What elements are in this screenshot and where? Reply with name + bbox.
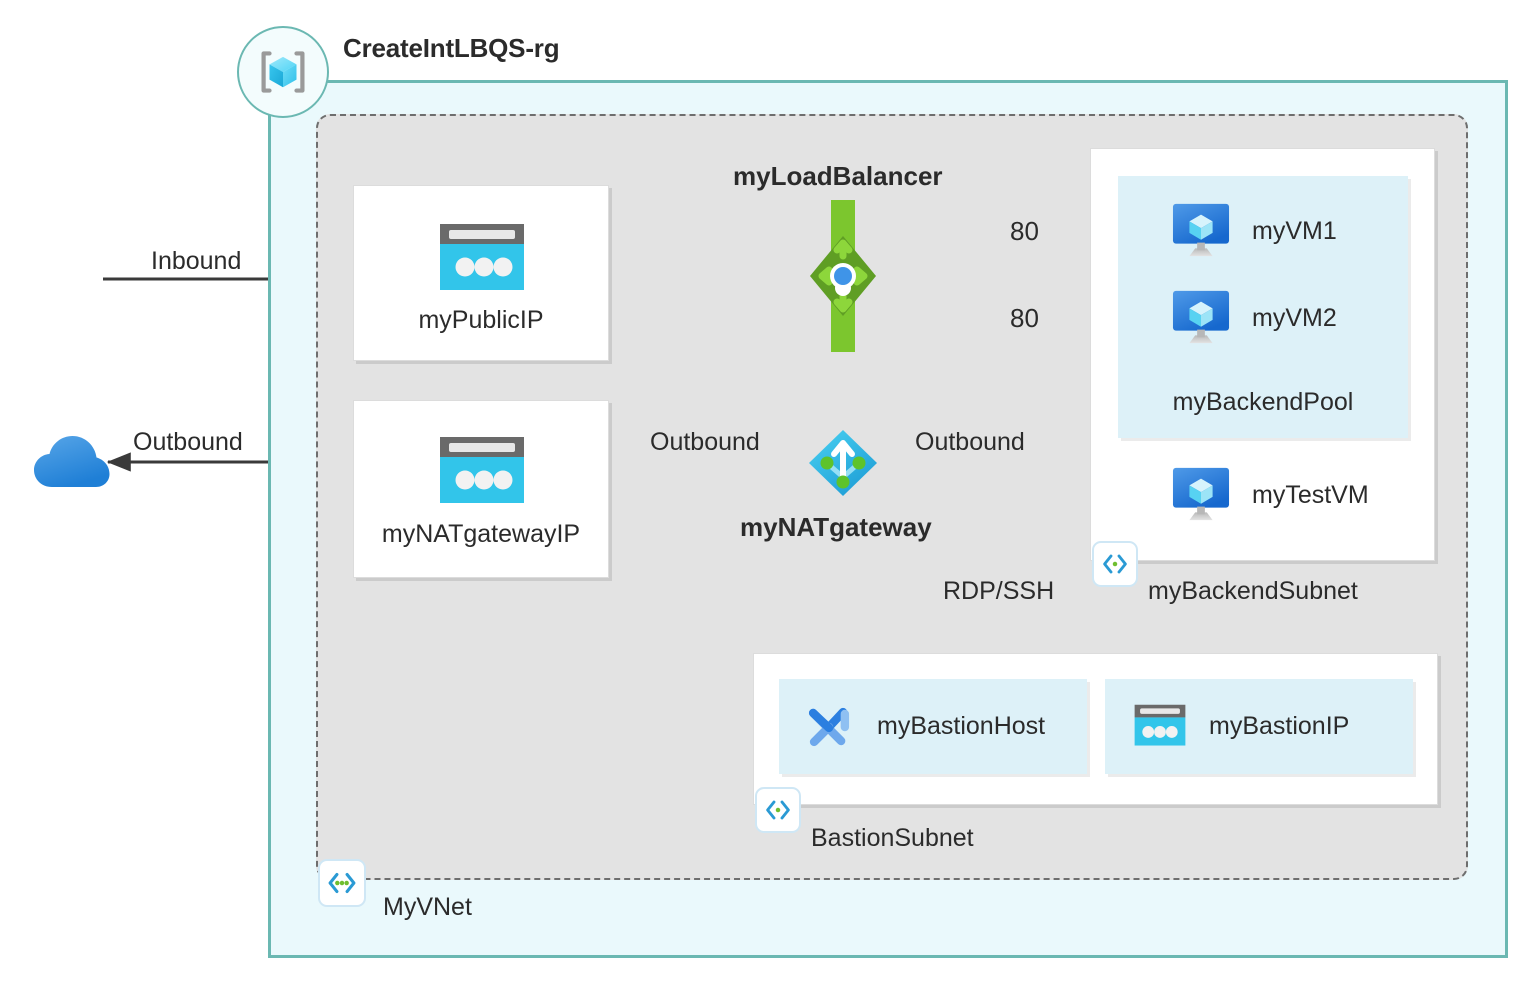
vm-label-myvm1: myVM1 xyxy=(1252,216,1337,245)
load-balancer-icon xyxy=(800,200,886,352)
rdp-ssh-label: RDP/SSH xyxy=(943,577,1055,605)
virtual-machine-icon xyxy=(1170,466,1232,524)
public-ip-label: myPublicIP xyxy=(418,306,544,334)
public-ip-icon xyxy=(1131,701,1189,752)
subnet-icon xyxy=(755,787,801,833)
virtual-machine-icon xyxy=(1170,289,1232,347)
bastion-host-card[interactable]: myBastionHost xyxy=(779,679,1087,774)
backend-pool-container: myBackendPool xyxy=(1118,176,1408,438)
nat-gateway-ip-label: myNATgatewayIP xyxy=(381,520,581,548)
load-balancer-title: myLoadBalancer xyxy=(733,161,943,191)
vm-row-myvm1[interactable]: myVM1 xyxy=(1170,202,1337,260)
bastion-icon xyxy=(801,699,857,755)
subnet-icon xyxy=(1092,541,1138,587)
nat-gateway-icon xyxy=(806,427,880,499)
virtual-machine-icon xyxy=(1170,202,1232,260)
outbound-to-internet-label: Outbound xyxy=(133,428,243,456)
bastion-host-label: myBastionHost xyxy=(877,712,1046,740)
nat-gateway-ip-card[interactable]: myNATgatewayIP xyxy=(353,400,609,578)
resource-group-icon xyxy=(237,26,329,118)
backend-pool-label: myBackendPool xyxy=(1172,388,1354,416)
vnet-icon xyxy=(318,859,366,907)
public-ip-icon xyxy=(432,218,532,296)
inbound-label: Inbound xyxy=(151,247,242,275)
resource-group-title: CreateIntLBQS-rg xyxy=(343,33,560,63)
port-label-vm2: 80 xyxy=(1010,303,1039,333)
vnet-label: MyVNet xyxy=(383,893,472,921)
vm-row-myvm2[interactable]: myVM2 xyxy=(1170,289,1337,347)
outbound-from-subnet-label: Outbound xyxy=(915,428,1025,456)
vm-label-myvm2: myVM2 xyxy=(1252,303,1337,332)
vm-label-mytestvm: myTestVM xyxy=(1252,480,1369,509)
vm-row-mytestvm[interactable]: myTestVM xyxy=(1170,466,1369,524)
outbound-from-nat-label: Outbound xyxy=(650,428,760,456)
backend-subnet-label: myBackendSubnet xyxy=(1148,577,1358,605)
bastion-ip-card[interactable]: myBastionIP xyxy=(1105,679,1413,774)
port-label-vm1: 80 xyxy=(1010,216,1039,246)
cloud-icon xyxy=(32,430,112,492)
bastion-ip-label: myBastionIP xyxy=(1209,712,1350,740)
public-ip-card[interactable]: myPublicIP xyxy=(353,185,609,361)
public-ip-icon xyxy=(432,431,532,509)
nat-gateway-title: myNATgateway xyxy=(740,512,932,542)
bastion-subnet-label: BastionSubnet xyxy=(811,824,974,852)
